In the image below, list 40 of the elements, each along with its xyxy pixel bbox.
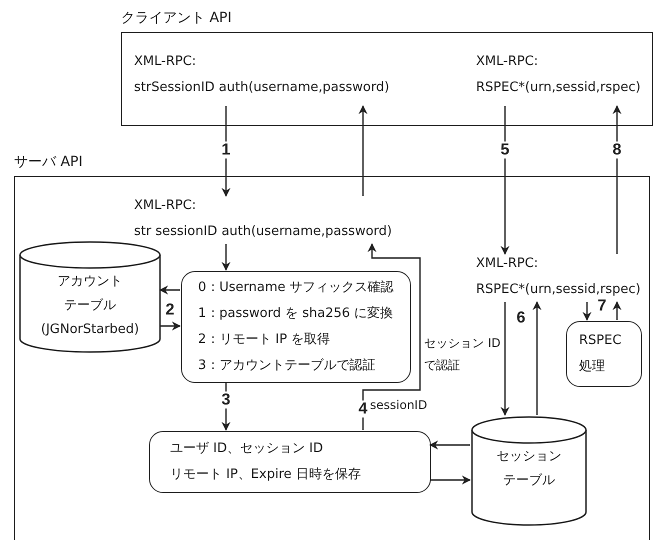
panel-heading: サーバ API [14,153,83,172]
arrow [222,244,230,271]
arrow [430,476,471,484]
arrow [500,106,510,255]
table-label: アカウント [58,273,122,291]
process-box [149,431,431,493]
step-text: ユーザ ID、セッション ID [170,440,323,458]
arrow [358,105,368,196]
step-text: 3：アカウントテーブルで認証 [198,357,376,375]
arrow [159,286,180,294]
arrow [612,105,622,254]
arrow [532,301,542,415]
method-signature: RSPEC*(urn,sessid,rspec) [476,281,641,299]
process-box [181,271,411,383]
table-label: テーブル [503,472,555,490]
step-text: 1：password を sha256 に変換 [198,305,394,323]
arrow [160,322,181,330]
table-label: セッション [496,448,562,466]
method-signature: RSPEC*(urn,sessid,rspec) [476,79,641,97]
step-number: 5 [500,142,510,158]
step-text: RSPEC [579,332,622,350]
step-number: 1 [220,142,232,158]
step-number: 4 [358,400,368,418]
step-text: 2：リモート IP を取得 [198,331,330,349]
arrow [582,302,592,321]
arrow [362,243,421,430]
step-text: リモート IP、Expire 日時を保存 [170,466,361,484]
step-text: 処理 [579,358,605,376]
method-signature: strSessionID auth(username,password) [134,79,390,97]
step-text: 0：Username サフィックス確認 [198,279,394,297]
arrow [500,302,510,416]
method-signature: str sessionID auth(username,password) [134,223,392,241]
table-label: (JGNorStarbed) [40,321,140,339]
panel-heading: クライアント API [121,9,232,28]
step-number: 8 [612,142,622,158]
arrow [429,440,470,450]
table-label: テーブル [64,297,116,315]
process-box [566,321,642,387]
arrow [612,301,622,320]
step-number: 3 [220,392,232,408]
